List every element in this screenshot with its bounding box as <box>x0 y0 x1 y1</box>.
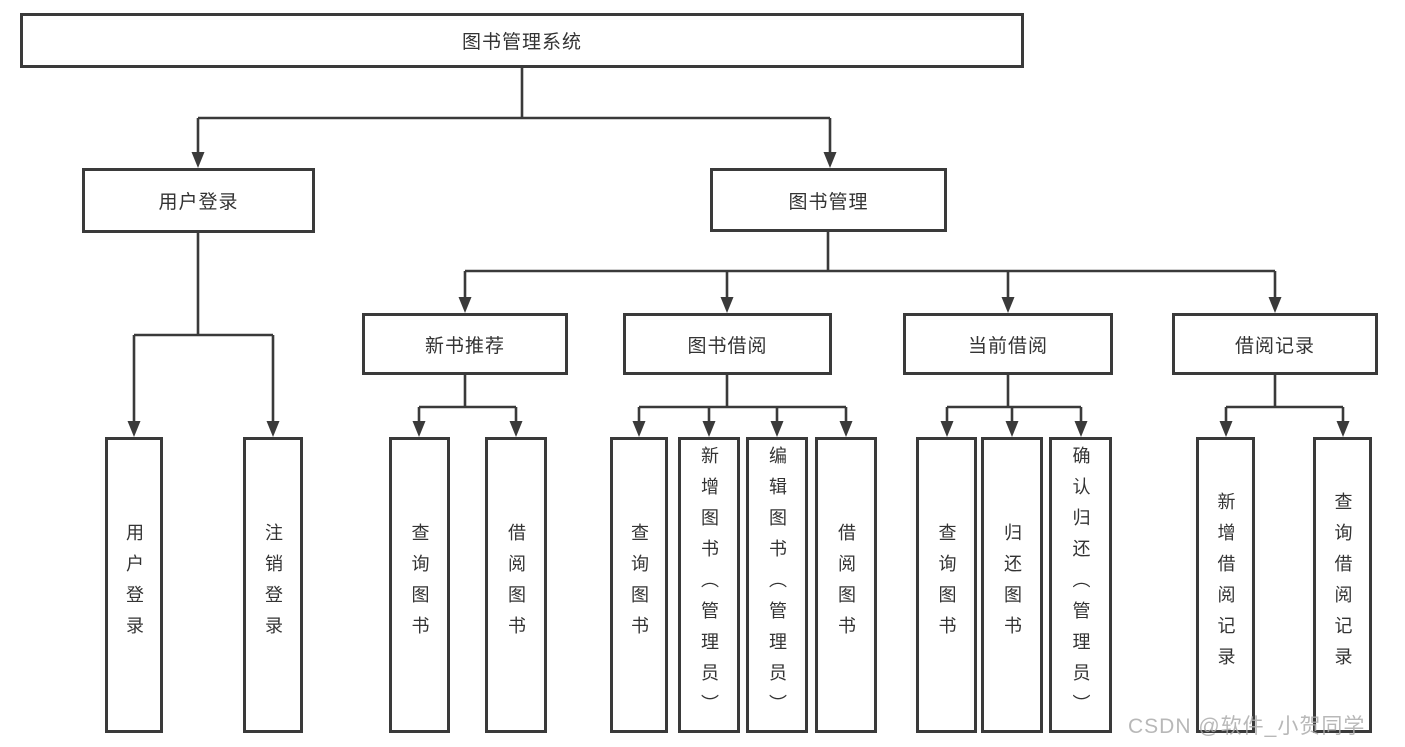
csdn-watermark: CSDN @软件_小贺同学 <box>1128 715 1366 738</box>
node-label: 用户登录 <box>124 523 144 647</box>
node-label: 查询借阅记录 <box>1332 492 1353 678</box>
node-label: 新增图书（管理员） <box>699 445 719 725</box>
node-label: 新增借阅记录 <box>1215 492 1236 678</box>
node-label: 新书推荐 <box>424 335 505 357</box>
node-label: 借阅图书 <box>506 523 526 647</box>
node-label: 图书借阅 <box>687 335 768 357</box>
leaf-query-books-borrowing: 查询图书 <box>610 437 668 733</box>
node-label: 归还图书 <box>1002 523 1022 647</box>
leaf-add-borrow-record: 新增借阅记录 <box>1196 437 1255 733</box>
leaf-user-login: 用户登录 <box>105 437 163 733</box>
node-label: 图书管理 <box>788 191 869 213</box>
node-label: 确认归还（管理员） <box>1070 445 1091 725</box>
leaf-add-books-admin: 新增图书（管理员） <box>678 437 740 733</box>
node-label: 注销登录 <box>263 523 283 647</box>
node-label: 查询图书 <box>629 523 649 647</box>
leaf-query-borrow-record: 查询借阅记录 <box>1313 437 1372 733</box>
node-book-management: 图书管理 <box>710 168 947 232</box>
node-label: 借阅记录 <box>1234 335 1315 357</box>
leaf-return-books: 归还图书 <box>981 437 1043 733</box>
node-label: 当前借阅 <box>967 335 1048 357</box>
node-label: 查询图书 <box>409 523 430 647</box>
node-library-management-system: 图书管理系统 <box>20 13 1024 68</box>
leaf-confirm-return-admin: 确认归还（管理员） <box>1049 437 1112 733</box>
node-new-book-recommendation: 新书推荐 <box>362 313 568 375</box>
node-label: 图书管理系统 <box>461 32 582 53</box>
leaf-query-books-recommend: 查询图书 <box>389 437 450 733</box>
leaf-borrow-books-borrowing: 借阅图书 <box>815 437 877 733</box>
node-label: 借阅图书 <box>836 523 856 647</box>
node-book-borrowing: 图书借阅 <box>623 313 832 375</box>
node-label: 编辑图书（管理员） <box>767 445 787 725</box>
leaf-logout-login: 注销登录 <box>243 437 303 733</box>
leaf-borrow-books-recommend: 借阅图书 <box>485 437 547 733</box>
node-borrowing-records: 借阅记录 <box>1172 313 1378 375</box>
node-user-login: 用户登录 <box>82 168 315 233</box>
node-current-borrowing: 当前借阅 <box>903 313 1113 375</box>
leaf-edit-books-admin: 编辑图书（管理员） <box>746 437 808 733</box>
leaf-query-books-current: 查询图书 <box>916 437 977 733</box>
node-label: 查询图书 <box>936 523 957 647</box>
node-label: 用户登录 <box>158 192 239 213</box>
